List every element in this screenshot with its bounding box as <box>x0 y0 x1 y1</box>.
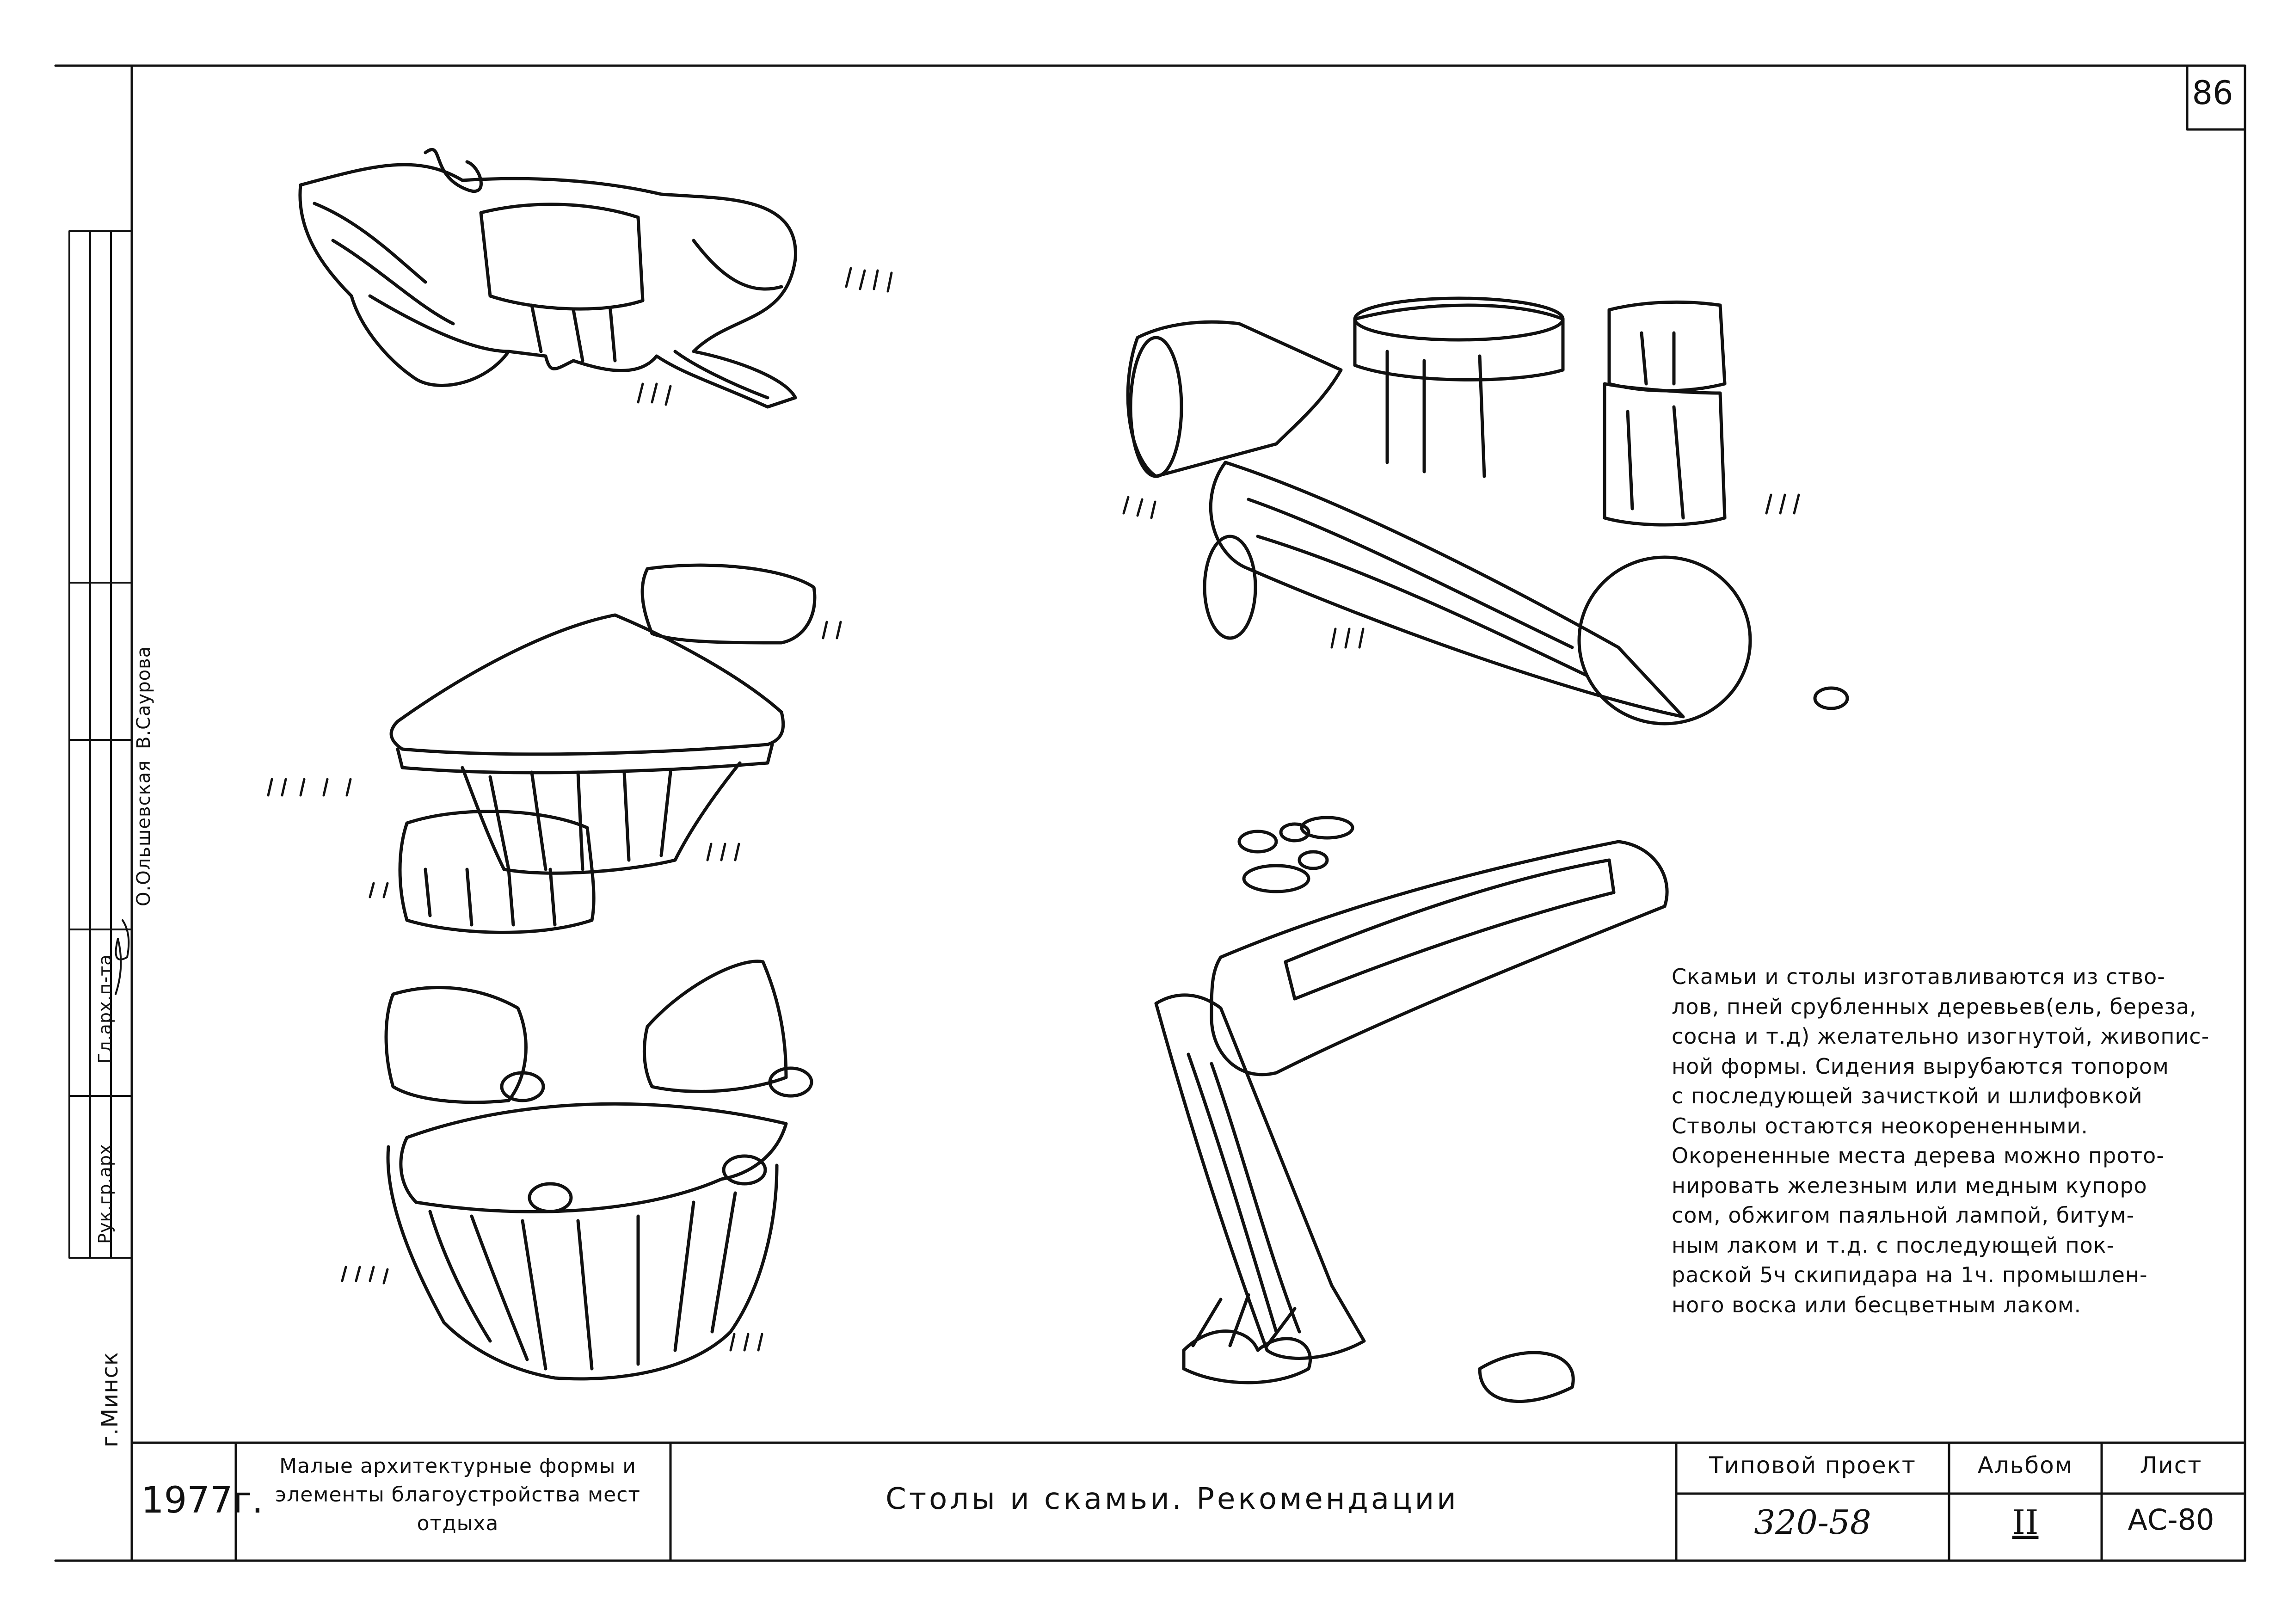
side-stamp-city: г.Минск <box>97 1352 123 1447</box>
sketch-triangle-table <box>267 563 842 934</box>
knot-1 <box>500 1071 545 1102</box>
stone-4 <box>1242 864 1310 893</box>
root-outline <box>298 163 797 409</box>
stone-3 <box>1300 816 1354 840</box>
right-log <box>1607 300 1727 393</box>
page-number: 86 <box>2192 74 2233 112</box>
long-log-bench <box>1209 461 1685 719</box>
right-stump <box>1603 382 1727 527</box>
rock <box>1478 1351 1575 1403</box>
knot-2 <box>768 1066 813 1098</box>
stump-table-grain <box>428 1191 737 1371</box>
side-stamp-role-2: Гл.арх.п-та <box>95 954 115 1064</box>
description-line: сосна и т.д) желательно изогнутой, живоп… <box>1672 1024 2210 1049</box>
grass-tufts-2 <box>1122 493 1800 649</box>
left-log <box>1126 320 1343 478</box>
title-block-project-value: 320-58 <box>1754 1503 1871 1542</box>
root-tip <box>424 148 483 193</box>
title-block-subject: Столы и скамьи. Рекомендации <box>886 1482 1459 1516</box>
pebble <box>1813 686 1849 710</box>
table-stump-base <box>461 761 742 875</box>
description-line: нировать железным или медным купоро <box>1672 1173 2147 1198</box>
stump-grain <box>424 770 672 927</box>
small-log-end <box>1203 535 1257 640</box>
sketch-split-log-bench <box>1154 816 1669 1403</box>
side-stamp-name-2: О.Ольшевская <box>133 760 154 906</box>
triangular-table-top <box>389 613 785 756</box>
bench-log <box>1210 840 1669 1077</box>
sketch-stump-table <box>341 960 813 1381</box>
plant-leaves <box>1191 1293 1297 1347</box>
title-block-title: Малые архитектурные формы и элементы бла… <box>275 1454 641 1535</box>
sketch-root-stump <box>298 148 893 409</box>
title-block-album-value: II <box>2012 1503 2039 1542</box>
stump-table-top <box>399 1102 788 1213</box>
stool-bottom-left <box>398 810 596 934</box>
left-log-end <box>1129 336 1183 478</box>
table-top-thickness <box>396 743 774 775</box>
title-block-year: 1977г. <box>141 1480 264 1521</box>
description-line: ного воска или бесцветным лаком. <box>1672 1292 2082 1317</box>
description-line: раской 5ч скипидара на 1ч. промышлен- <box>1672 1262 2148 1287</box>
description-line: ной формы. Сидения вырубаются топором <box>1672 1053 2169 1079</box>
stone-1 <box>1237 830 1278 854</box>
stone-2 <box>1279 822 1310 843</box>
sketch-log-benches <box>1122 296 1849 726</box>
round-stool-top-right <box>640 563 817 645</box>
description-line: сом, обжигом паяльной лампой, битум- <box>1672 1203 2135 1228</box>
bench-back-log <box>1154 993 1366 1360</box>
title-block-project-label: Типовой проект <box>1709 1452 1916 1479</box>
side-stamp-name-1: В.Сауровa <box>133 646 154 749</box>
description-line: с последующей зачисткой и шлифовкой <box>1672 1083 2143 1108</box>
description-text: Скамьи и столы изготавливаются из ство- … <box>1672 962 2233 1320</box>
knot-4 <box>722 1154 767 1186</box>
description-line: Скамьи и столы изготавливаются из ство- <box>1672 964 2165 989</box>
description-line: Окорененные места дерева можно прото- <box>1672 1143 2165 1168</box>
description-line: Стволы остаются неокорененными. <box>1672 1113 2089 1138</box>
side-stamp-role-1: Рук.гр.арх <box>95 1144 115 1244</box>
description-line: ным лаком и т.д. с последующей пок- <box>1672 1232 2115 1258</box>
plant-clump <box>1182 1329 1312 1384</box>
seat-top-right <box>642 960 788 1093</box>
title-block-album-label: Альбом <box>1977 1452 2073 1479</box>
title-block-sheet-value: АС-80 <box>2128 1503 2214 1537</box>
long-log-end <box>1577 555 1752 726</box>
grass-tufts-4 <box>341 1266 763 1352</box>
stone-5 <box>1298 850 1329 870</box>
seat-top-left <box>384 986 528 1104</box>
stump-table-base <box>386 1145 779 1381</box>
signature-mark <box>115 919 130 995</box>
grass-tufts-3 <box>267 621 842 898</box>
center-stump <box>1353 303 1565 381</box>
back-log-grain <box>1187 1052 1301 1334</box>
grass-tufts-1 <box>637 267 893 406</box>
bench-seat-cut <box>1284 858 1616 1001</box>
knot-3 <box>528 1182 573 1213</box>
description-line: лов, пней срубленных деревьев(ель, берез… <box>1672 994 2197 1019</box>
stump-top <box>479 203 645 311</box>
side-stamp-lines <box>68 230 133 1259</box>
center-stump-top <box>1353 296 1565 342</box>
title-block-sheet-label: Лист <box>2140 1452 2202 1479</box>
frame <box>54 64 2246 1562</box>
root-grain <box>313 202 783 400</box>
log-grain <box>1247 331 1685 677</box>
